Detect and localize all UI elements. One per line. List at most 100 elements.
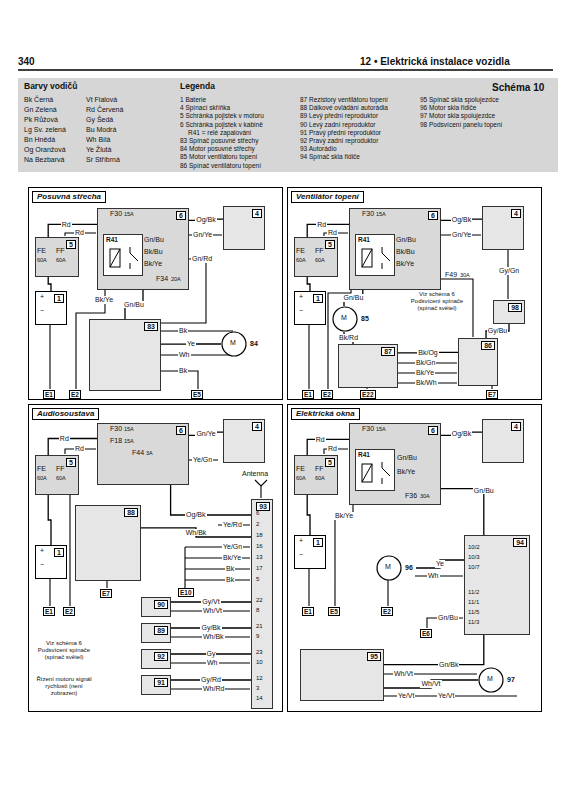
- wire-color: Wh: [178, 351, 191, 359]
- callout-number: 83: [144, 322, 158, 331]
- callout-number: 89: [154, 626, 168, 635]
- wire-connector: [307, 495, 310, 535]
- wire-color: Wh/Vt: [202, 607, 223, 615]
- fuse-rating: 15A: [124, 211, 134, 217]
- callout-number: 6: [428, 211, 438, 220]
- wire-color-code: Lg Sv. zelená: [24, 126, 66, 134]
- wire-color: Gn/Rd: [191, 255, 213, 263]
- part-label: F30: [362, 425, 374, 433]
- panel-title: Elektrická okna: [291, 408, 360, 420]
- wire-color: Wh/Rd: [202, 685, 225, 693]
- wire-connector: [384, 680, 478, 688]
- wire-color: Gn/Ye: [451, 231, 472, 239]
- wire-connector: [48, 277, 51, 291]
- legend-entry: 97 Motor skla spolujezdce: [420, 112, 495, 119]
- wire-color: Gy/Rd: [200, 676, 222, 684]
- legend-entry: 98 Podsvícení panelu topení: [420, 121, 502, 128]
- wire-color: Ye/Rd: [222, 521, 243, 529]
- component-box: 95: [300, 649, 384, 701]
- ground-point: E1: [302, 390, 314, 399]
- component-box: 4: [482, 419, 524, 463]
- part-label: F30: [110, 210, 122, 218]
- pin-number: 11/5: [468, 609, 479, 616]
- component-box: 88: [75, 505, 141, 581]
- part-label: Bk/Ye: [144, 260, 162, 268]
- part-label: Bk/Bu: [396, 248, 415, 256]
- wire-color: Wh/Vt: [420, 680, 441, 688]
- panel-title: Audiosoustava: [32, 408, 99, 420]
- part-label: F36: [405, 492, 417, 500]
- part-label: FF: [315, 247, 324, 255]
- schematic-panel: R4164518384Posuvná střecha: [28, 187, 283, 400]
- component-box: 4: [223, 206, 265, 250]
- wire-color: Gn/Bk: [438, 661, 459, 669]
- fuse-rating: 15A: [376, 426, 386, 432]
- wire-color: Bk/Ye: [334, 512, 354, 520]
- part-label: −: [299, 307, 303, 315]
- battery: 1: [294, 291, 326, 325]
- callout-number: 6: [428, 426, 438, 435]
- wire-color: Og/Bk: [451, 430, 472, 438]
- pin-number: 11/3: [468, 619, 479, 626]
- legend-entry: 95 Spínač skla spolujezdce: [420, 96, 499, 103]
- wire-color: Og/Bk: [185, 511, 206, 519]
- wire-color: Bk/Rd: [338, 334, 359, 342]
- callout-number: 98: [508, 303, 522, 312]
- wire-color: Ye: [435, 560, 445, 568]
- callout-number: 5: [325, 458, 335, 467]
- callout-number: 6: [176, 211, 186, 220]
- ground-point: E1: [302, 607, 314, 616]
- wire-connector: [307, 224, 349, 237]
- wire-color: Gn/Bu: [123, 301, 145, 309]
- legend-entry: 84 Motor posuvné střechy: [180, 145, 255, 152]
- note: Řízení motoru signál rychlosti (není zob…: [32, 676, 96, 697]
- component-box: 90: [141, 597, 171, 617]
- wire-color: Wh/Bk: [202, 633, 225, 641]
- legend-entry: 86 Spínač ventilátoru topení: [180, 162, 261, 169]
- legend-entry: 85 Motor ventilátoru topení: [180, 153, 257, 160]
- relay: R41: [103, 234, 143, 276]
- wire-color: Rd: [61, 221, 72, 229]
- wire-color-code: Wh Bílá: [86, 136, 111, 144]
- wire-color: Gy: [206, 650, 217, 658]
- component-box: 83: [89, 319, 161, 391]
- wire-color: Og/Bk: [451, 216, 472, 224]
- wire-color: Ye/Gn: [192, 456, 213, 464]
- wire-color: Gn/Bu: [437, 614, 459, 622]
- note: Viz schéma 6 Podsvícení spínače (spínač …: [32, 640, 96, 661]
- part-label: FF: [56, 247, 65, 255]
- part-label: Gn/Bu: [144, 236, 164, 244]
- fuse-rating: 60A: [37, 475, 47, 481]
- wire-connector: [307, 439, 349, 455]
- callout-number: 84: [250, 340, 258, 347]
- pin-number: 2: [256, 521, 259, 528]
- legend-entry: 90 Levý zadní reproduktor: [300, 121, 376, 128]
- fuse-rating: 60A: [296, 257, 306, 263]
- relay-contact: [110, 247, 138, 269]
- wire-color: Bk/Ye: [415, 369, 435, 377]
- battery: 1: [35, 545, 67, 579]
- wire-color-code: Rd Červená: [86, 106, 123, 114]
- callout-number: 6: [176, 426, 186, 435]
- fuse-rating: 20A: [171, 276, 181, 282]
- wire-color-code: Vt Fialová: [86, 96, 117, 104]
- component-box: 4: [482, 206, 524, 250]
- wire-connector: [307, 277, 310, 291]
- wire-connector: [384, 635, 484, 665]
- fuse-rating: 60A: [315, 475, 325, 481]
- wire-connector: [48, 224, 97, 237]
- part-label: M: [385, 563, 391, 571]
- page-header: 340: [18, 56, 35, 67]
- schematic-panel: R41645194969597Elektrická okna: [287, 404, 542, 712]
- callout-number: 91: [154, 678, 168, 687]
- pin-number: 5: [256, 576, 259, 583]
- ground-point: E2: [381, 607, 393, 616]
- pin-number: 23: [256, 649, 263, 656]
- fuse-rating: 30A: [460, 272, 470, 278]
- wire-color: Gn/Ye: [192, 231, 213, 239]
- wire-color-code: Gn Zelená: [24, 106, 57, 114]
- callout-number: 1: [313, 294, 323, 303]
- wire-connector: [416, 560, 464, 568]
- ground-point: E6: [420, 629, 432, 638]
- callout-number: 96: [405, 564, 413, 571]
